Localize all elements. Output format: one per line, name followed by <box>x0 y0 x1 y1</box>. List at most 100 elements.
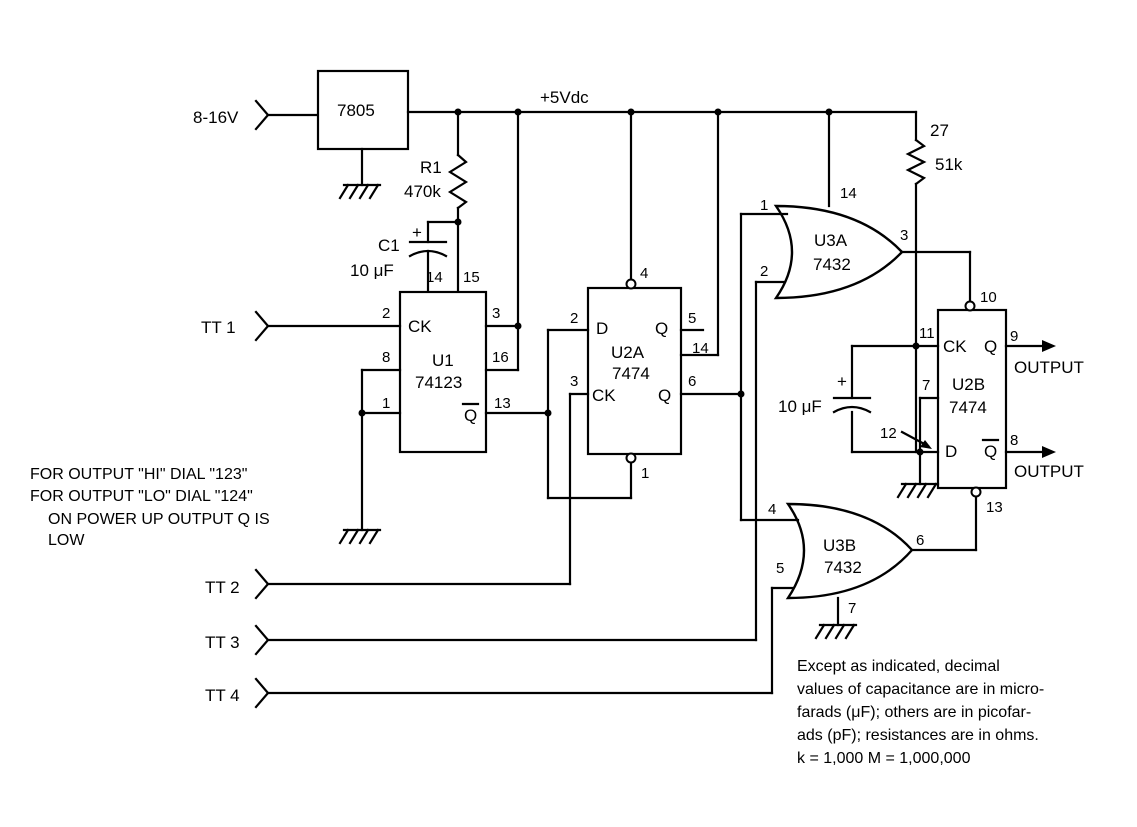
dial-note-3: ON POWER UP OUTPUT Q IS <box>48 511 270 528</box>
u2b-q-label: Q <box>984 337 997 356</box>
u3b-pin5: 5 <box>776 560 784 577</box>
u1-pin8: 8 <box>382 349 390 366</box>
c2-plus: + <box>837 372 847 391</box>
tt4-label: TT 4 <box>205 686 240 705</box>
dial-note-2: FOR OUTPUT "LO" DIAL "124" <box>30 488 253 505</box>
capacitor-c1 <box>408 220 460 294</box>
u2a-pin6: 6 <box>688 373 696 390</box>
u3b-pin6: 6 <box>916 532 924 549</box>
u2b-d-label: D <box>945 442 957 461</box>
chip-u1 <box>398 290 488 454</box>
output-qbar-arrow <box>1004 446 1056 458</box>
dial-notes: FOR OUTPUT "HI" DIAL "123" FOR OUTPUT "L… <box>30 466 270 549</box>
u1-pin14: 14 <box>426 269 443 286</box>
u3a-name: U3A <box>814 231 848 250</box>
u2b-pin8: 8 <box>1010 432 1018 449</box>
footnote-line-1: Except as indicated, decimal <box>797 658 1000 675</box>
ground-symbol-u1 <box>338 528 382 545</box>
u2a-part: 7474 <box>612 364 650 383</box>
u2a-d-label: D <box>596 319 608 338</box>
u2a-q-label: Q <box>655 319 668 338</box>
tt1-label: TT 1 <box>201 318 236 337</box>
u2a-pin5: 5 <box>688 310 696 327</box>
tt3-terminal <box>254 624 270 656</box>
output-q-label: OUTPUT <box>1014 358 1084 377</box>
u1-pin2: 2 <box>382 305 390 322</box>
tt2-label: TT 2 <box>205 578 240 597</box>
footnote: Except as indicated, decimal values of c… <box>797 658 1044 767</box>
u2b-wiring <box>850 344 940 486</box>
u3b-pin4: 4 <box>768 501 776 518</box>
u3a-part: 7432 <box>813 255 851 274</box>
ground-symbol-u3b <box>814 623 858 640</box>
u1-pin1: 1 <box>382 395 390 412</box>
dial-note-1: FOR OUTPUT "HI" DIAL "123" <box>30 466 247 483</box>
u2a-pin2: 2 <box>570 310 578 327</box>
u1-part: 74123 <box>415 373 462 392</box>
u3a-pin2: 2 <box>760 263 768 280</box>
footnote-line-3: farads (μF); others are in picofar- <box>797 704 1031 721</box>
u2a-pin4: 4 <box>640 265 648 282</box>
u2b-name: U2B <box>952 375 985 394</box>
output-qbar-label: OUTPUT <box>1014 462 1084 481</box>
u2b-pin11: 11 <box>919 325 935 342</box>
u3b-pin7: 7 <box>848 600 856 617</box>
u3b-name: U3B <box>823 536 856 555</box>
resistor-r1 <box>447 110 469 294</box>
u2b-part: 7474 <box>949 398 987 417</box>
u1-qbar-label: Q <box>464 406 477 425</box>
footnote-line-4: ads (pF); resistances are in ohms. <box>797 727 1039 744</box>
u3b-output-wire <box>910 492 978 552</box>
r27-name: 27 <box>930 121 949 140</box>
gate-u3a <box>773 204 904 300</box>
gate-u3b <box>785 502 914 600</box>
c1-name: C1 <box>378 236 400 255</box>
u3b-part: 7432 <box>824 558 862 577</box>
tt2-terminal <box>254 568 270 600</box>
u2b-pin7: 7 <box>922 377 930 394</box>
tt3-label: TT 3 <box>205 633 240 652</box>
r1-name: R1 <box>420 158 442 177</box>
u2a-qbar-label: Q <box>658 386 671 405</box>
r1-value: 470k <box>404 182 441 201</box>
tt1-terminal <box>254 310 270 342</box>
chip-u2b <box>936 300 1008 498</box>
r27-value: 51k <box>935 155 963 174</box>
u3a-pin3: 3 <box>900 227 908 244</box>
u2a-pin1: 1 <box>641 465 649 482</box>
u2b-pin10: 10 <box>980 289 997 306</box>
c1-plus: + <box>412 223 422 242</box>
chip-u2a <box>586 278 683 464</box>
capacitor-c2 <box>832 396 872 414</box>
u1-pin13: 13 <box>494 395 511 412</box>
u3a-output-wire <box>900 250 972 304</box>
ground-symbol-regulator <box>338 183 382 200</box>
u1-ck-label: CK <box>408 317 432 336</box>
u1-name: U1 <box>432 351 454 370</box>
rail-label: +5Vdc <box>540 88 589 107</box>
input-terminal <box>254 99 270 131</box>
ground-symbol-u2b <box>896 482 940 499</box>
footnote-line-5: k = 1,000 M = 1,000,000 <box>797 750 971 767</box>
resistor-27 <box>905 110 927 454</box>
tt4-terminal <box>254 677 270 709</box>
u1-pin16: 16 <box>492 349 509 366</box>
regulator-label: 7805 <box>337 101 375 120</box>
dial-note-4: LOW <box>48 532 85 549</box>
u2a-pin3: 3 <box>570 373 578 390</box>
u2a-wiring <box>546 110 745 586</box>
u2b-pin12: 12 <box>880 425 897 442</box>
u2b-ck-label: CK <box>943 337 967 356</box>
u2a-pin14: 14 <box>692 340 709 357</box>
u2a-ck-label: CK <box>592 386 616 405</box>
u2a-name: U2A <box>611 343 645 362</box>
c2-value: 10 μF <box>778 397 822 416</box>
u1-pin15: 15 <box>463 269 480 286</box>
u3a-pin14: 14 <box>840 185 857 202</box>
output-q-arrow <box>1004 340 1056 352</box>
power-supply: 8-16V 7805 +5Vdc <box>193 69 918 200</box>
u3a-pin1: 1 <box>760 197 768 214</box>
u2b-pin9: 9 <box>1010 328 1018 345</box>
u1-wiring <box>358 110 552 532</box>
